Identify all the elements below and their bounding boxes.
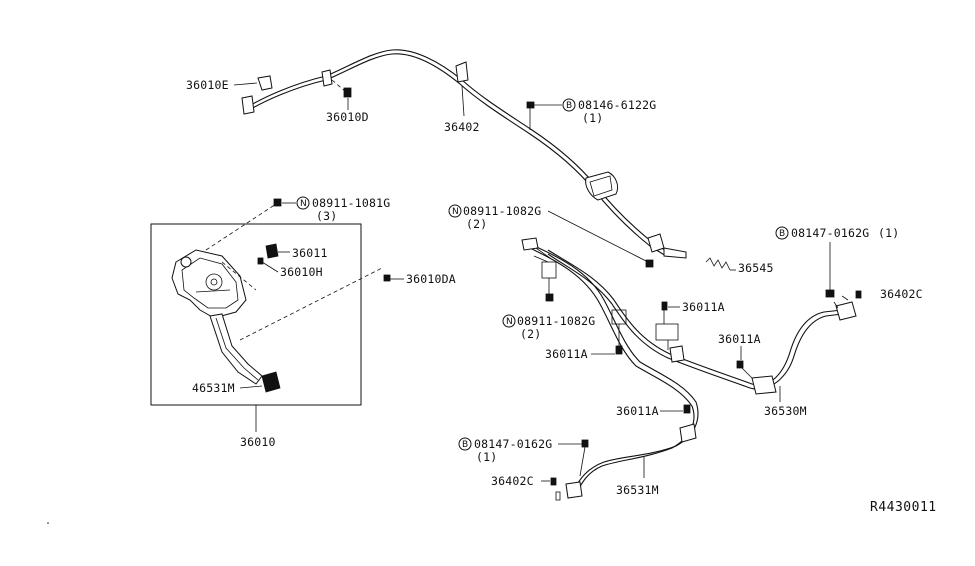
label-36545: 36545 (738, 261, 774, 275)
part-36011A-top: 36011A (655, 300, 725, 350)
bolt-symbol-icon (458, 437, 472, 451)
label-08147-0162G-right: 08147-0162G (791, 226, 869, 240)
label-36011A-top: 36011A (682, 300, 725, 314)
label-08146-6122G: 08146-6122G (578, 98, 656, 112)
label-08911-1081G-qty: (3) (316, 209, 337, 223)
label-08911-1082G-mid: 08911-1082G (517, 314, 595, 328)
label-36402C-bottom: 36402C (491, 474, 534, 488)
part-36402C-right: 36402C (855, 287, 923, 301)
part-36010D: 36010D (326, 79, 369, 124)
nut-08911-1082G-top: N 08911-1082G (2) (448, 204, 654, 268)
dot-mark (47, 522, 49, 524)
nut-08911-1081G: N 08911-1081G (3) (273, 196, 390, 223)
part-36545: 36545 (705, 257, 774, 275)
label-36010D: 36010D (326, 110, 369, 124)
part-36010DA: 36010DA (383, 272, 456, 286)
label-46531M: 46531M (192, 381, 235, 395)
label-08146-qty: (1) (582, 111, 603, 125)
nut-08911-1082G-mid: N 08911-1082G (2) (502, 314, 595, 341)
label-08147-right-qty: (1) (878, 226, 899, 240)
label-36011A-bottom: 36011A (616, 404, 659, 418)
label-08147-0162G-bottom: 08147-0162G (474, 437, 552, 451)
nut-symbol-icon (296, 196, 310, 210)
bolt-symbol: B (462, 440, 468, 450)
bolt-08146-6122G: B 08146-6122G (1) (526, 98, 656, 130)
front-cable-36402 (241, 49, 687, 259)
label-36530M: 36530M (764, 404, 807, 418)
label-36010DA: 36010DA (406, 272, 456, 286)
part-36011A-bottom: 36011A (616, 404, 691, 418)
nut-symbol: N (300, 199, 307, 209)
bolt-symbol-icon (562, 98, 576, 112)
part-36010E: 36010E (186, 75, 273, 92)
label-36010: 36010 (240, 435, 276, 449)
label-36402: 36402 (444, 120, 480, 134)
pedal-assembly-36010: 46531M 36011 36010H 36010 (150, 203, 383, 449)
part-36011A-right: 36011A (718, 332, 761, 379)
nut-symbol-icon (448, 204, 462, 218)
label-08911-1082G-top: 08911-1082G (463, 204, 541, 218)
label-36011: 36011 (292, 246, 328, 260)
label-36531M: 36531M (616, 483, 659, 497)
label-08911-1082G-top-qty: (2) (466, 217, 487, 231)
label-36011A-left: 36011A (545, 347, 588, 361)
adjuster-hardware (533, 247, 557, 302)
cable-end-right (833, 295, 849, 309)
diagram-reference-number: R4430011 (870, 500, 937, 515)
rear-cable-36531M: 36531M (521, 237, 699, 499)
bolt-symbol-icon (775, 226, 789, 240)
part-36402C-bottom: 36402C (491, 474, 561, 501)
label-08147-bottom-qty: (1) (476, 450, 497, 464)
rear-cable-36530M: 36530M (547, 249, 857, 418)
label-36010E: 36010E (186, 78, 229, 92)
nut-symbol: N (506, 317, 513, 327)
bolt-symbol: B (779, 229, 785, 239)
nut-symbol: N (452, 207, 459, 217)
bolt-symbol: B (566, 101, 572, 111)
label-36010H: 36010H (280, 265, 323, 279)
label-08911-1082G-mid-qty: (2) (520, 327, 541, 341)
bolt-08147-0162G-right: B 08147-0162G (1) (775, 226, 899, 298)
part-36011A-left: 36011A (545, 309, 627, 361)
nut-symbol-icon (502, 314, 516, 328)
label-36402C-right: 36402C (880, 287, 923, 301)
bolt-08147-0162G-bottom: B 08147-0162G (1) (458, 437, 589, 477)
label-08911-1081G: 08911-1081G (312, 196, 390, 210)
label-36011A-right: 36011A (718, 332, 761, 346)
